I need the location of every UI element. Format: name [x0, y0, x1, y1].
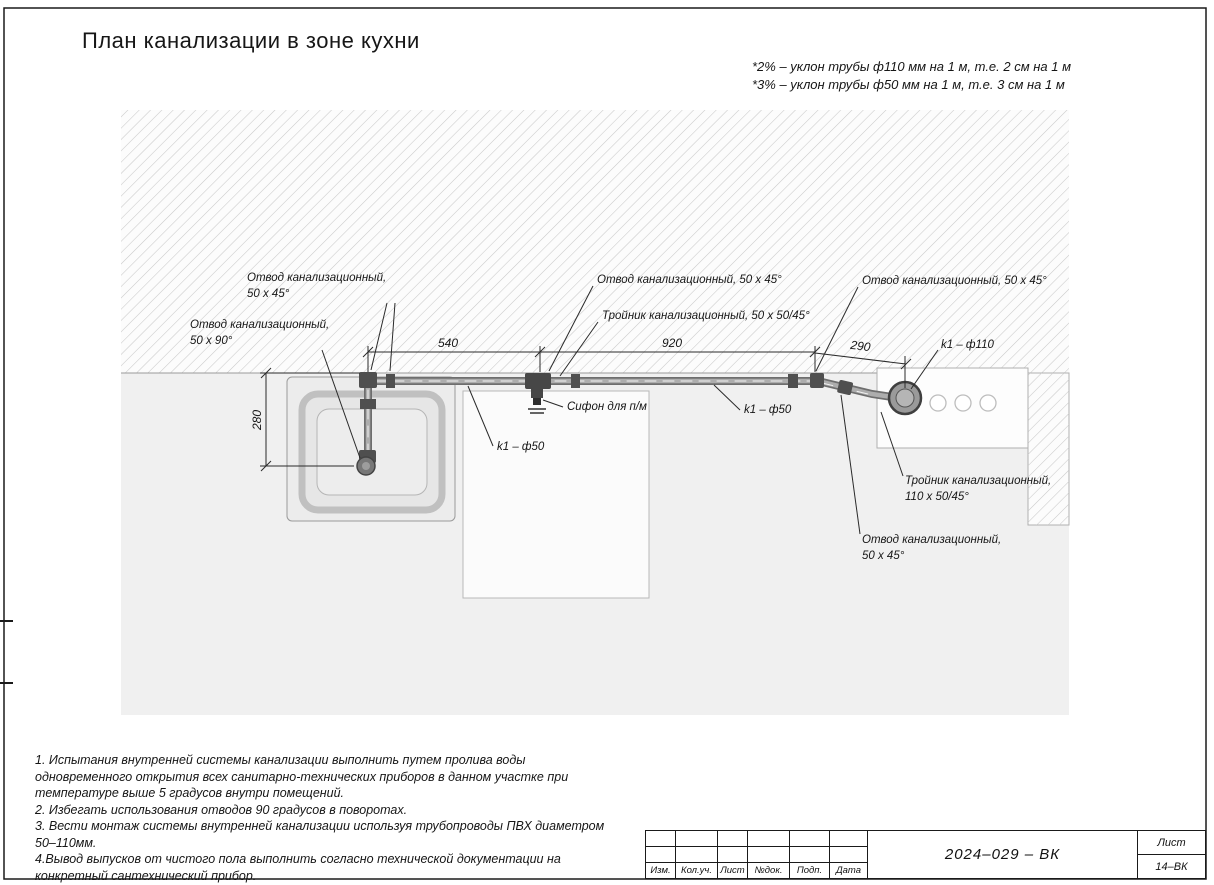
- titleblock-cell-empty: [830, 831, 868, 846]
- leader-lines: [321, 285, 939, 535]
- sheet-frame: [0, 7, 1207, 880]
- footnote-3: 3. Вести монтаж системы внутренней канал…: [35, 819, 605, 850]
- callout-otvod-90-2: 50 х 90°: [190, 335, 233, 347]
- titleblock-cell-empty: [830, 847, 868, 862]
- title-block-row-2: [646, 847, 868, 863]
- counter-hole-2: [954, 394, 972, 412]
- socket-2: [571, 374, 580, 388]
- titleblock-cell-empty: [646, 831, 676, 846]
- sheet-number: 14–ВК: [1155, 860, 1188, 873]
- titleblock-cell-empty: [790, 847, 830, 862]
- callout-siphon: Сифон для п/м: [567, 401, 647, 413]
- title-block-row-labels: Изм. Кол.уч. Лист №док. Подп. Дата: [646, 863, 868, 878]
- coupling-vertical: [360, 399, 376, 409]
- callout-otvod-left-2: 50 х 45°: [247, 288, 290, 300]
- titleblock-cell-empty: [676, 831, 718, 846]
- wall-hatch: [121, 110, 1070, 526]
- callout-k1-f110: k1 – ф110: [941, 339, 994, 351]
- titleblock-cell-empty: [748, 831, 790, 846]
- dimension-lines: [260, 346, 912, 472]
- titleblock-col-izm: Изм.: [646, 863, 676, 878]
- callout-tee-50: Тройник канализационный, 50 х 50/45°: [602, 310, 810, 322]
- title-block-grid: Изм. Кол.уч. Лист №док. Подп. Дата: [646, 831, 868, 878]
- callout-otvod-right: Отвод канализационный, 50 х 45°: [862, 275, 1047, 287]
- callout-otvod-bottom-2: 50 х 45°: [862, 550, 905, 562]
- sink-drain: [356, 456, 376, 476]
- dim-290: 290: [849, 338, 872, 354]
- elbow-top-left: [359, 372, 377, 388]
- riser-110: [887, 380, 923, 416]
- callout-k1-f50-b: k1 – ф50: [744, 404, 792, 416]
- titleblock-cell-empty: [646, 847, 676, 862]
- callout-otvod-90-1: Отвод канализационный,: [190, 319, 329, 331]
- title-block-row-1: [646, 831, 868, 847]
- callout-tee-110-1: Тройник канализационный,: [905, 475, 1051, 487]
- tee-50: [525, 373, 551, 389]
- dim-920: 920: [662, 336, 682, 350]
- titleblock-col-ndok: №док.: [748, 863, 790, 878]
- titleblock-col-data: Дата: [830, 863, 868, 878]
- elbow-45-right: [810, 373, 824, 388]
- title-block-sheet: Лист 14–ВК: [1138, 831, 1205, 878]
- titleblock-cell-empty: [748, 847, 790, 862]
- titleblock-cell-empty: [790, 831, 830, 846]
- tee-branch: [531, 388, 543, 398]
- pipe-fittings: [359, 372, 853, 463]
- titleblock-col-podp: Подп.: [790, 863, 830, 878]
- sleeve-slanted: [837, 380, 853, 396]
- page-title: План канализации в зоне кухни: [82, 28, 420, 53]
- footnotes: 1. Испытания внутренней системы канализа…: [35, 752, 613, 885]
- title-block: Изм. Кол.уч. Лист №док. Подп. Дата 2024–…: [645, 830, 1206, 879]
- callout-otvod-bottom-1: Отвод канализационный,: [862, 534, 1001, 546]
- footnote-4: 4.Вывод выпусков от чистого пола выполни…: [35, 852, 561, 883]
- slope-note-1: *2% – уклон трубы ф110 мм на 1 м, т.е. 2…: [752, 59, 1071, 74]
- titleblock-col-koluch: Кол.уч.: [676, 863, 718, 878]
- footnote-1: 1. Испытания внутренней системы канализа…: [35, 753, 569, 800]
- titleblock-cell-empty: [676, 847, 718, 862]
- sheet-label: Лист: [1138, 831, 1205, 855]
- counter-hole-1: [929, 394, 947, 412]
- socket-1: [386, 374, 395, 388]
- counter-hole-3: [979, 394, 997, 412]
- slope-notes: *2% – уклон трубы ф110 мм на 1 м, т.е. 2…: [752, 58, 1071, 94]
- document-number: 2024–029 – ВК: [868, 831, 1138, 878]
- socket-3: [788, 374, 798, 388]
- dishwasher-outline: [462, 390, 650, 599]
- slope-note-2: *3% – уклон трубы ф50 мм на 1 м, т.е. 3 …: [752, 77, 1065, 92]
- dim-280: 280: [250, 410, 264, 431]
- footnote-2: 2. Избегать использования отводов 90 гра…: [35, 802, 408, 817]
- callout-labels: Отвод канализационный, 50 х 45° Отвод ка…: [190, 272, 1051, 562]
- dim-540: 540: [438, 336, 458, 350]
- callout-k1-f50-a: k1 – ф50: [497, 441, 545, 453]
- titleblock-col-list: Лист: [718, 863, 748, 878]
- siphon-fitting: [533, 398, 541, 405]
- callout-otvod-mid: Отвод канализационный, 50 х 45°: [597, 274, 782, 286]
- callout-otvod-left-1: Отвод канализационный,: [247, 272, 386, 284]
- titleblock-cell-empty: [718, 847, 748, 862]
- callout-tee-110-2: 110 х 50/45°: [905, 491, 969, 503]
- titleblock-cell-empty: [718, 831, 748, 846]
